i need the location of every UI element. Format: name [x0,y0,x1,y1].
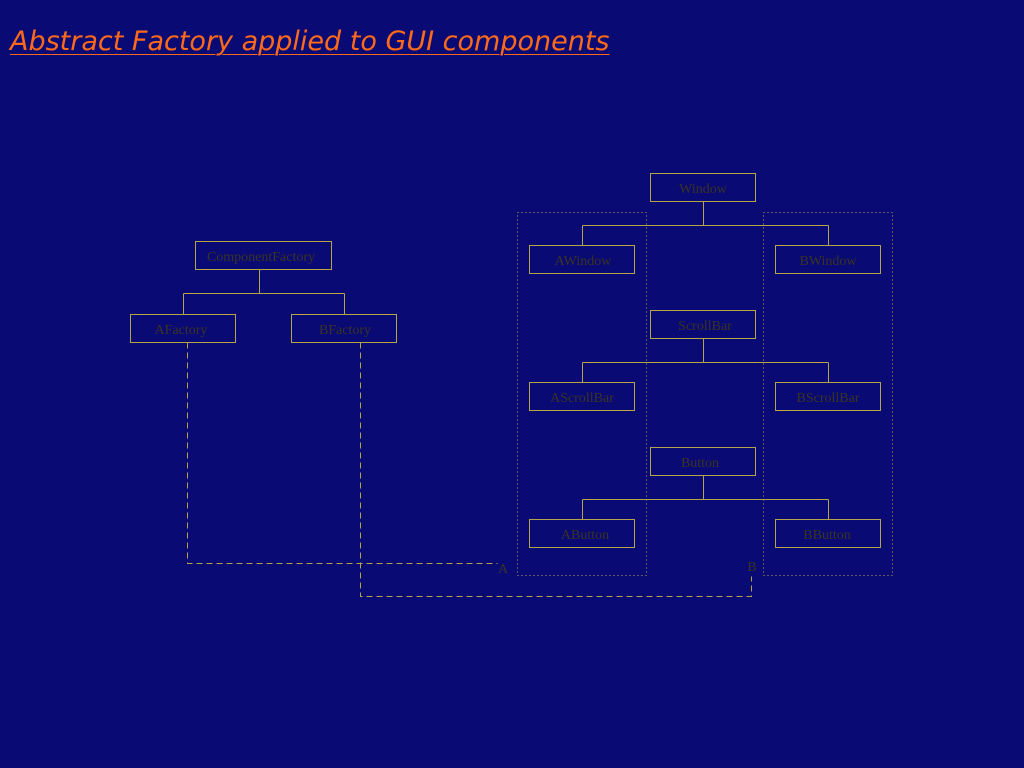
ascrollbar-label: AScrollBar [550,391,614,406]
button-inheritance-connector [582,475,829,520]
button-box: Button [650,447,756,476]
slide-title: Abstract Factory applied to GUI componen… [10,26,610,57]
window-label: Window [679,182,728,197]
button-label: Button [681,456,719,471]
bfactory-box: BFactory [291,314,397,343]
family-a-label: A [498,562,509,577]
abutton-label: AButton [561,528,609,543]
scrollbar-label: ScrollBar [678,319,732,334]
window-box: Window [650,173,756,202]
afactory-label: AFactory [155,323,208,338]
bscrollbar-label: BScrollBar [797,391,860,406]
awindow-label: AWindow [555,254,613,269]
bwindow-label: BWindow [800,254,858,269]
abutton-box: AButton [529,519,635,548]
bscrollbar-box: BScrollBar [775,382,881,411]
component-factory-label: ComponentFactory [207,250,315,265]
window-inheritance-connector [582,201,829,246]
awindow-box: AWindow [529,245,635,274]
bfactory-label: BFactory [319,323,371,338]
scrollbar-inheritance-connector [582,338,829,383]
component-factory-box: ComponentFactory [195,241,332,270]
ascrollbar-box: AScrollBar [529,382,635,411]
bwindow-box: BWindow [775,245,881,274]
bbutton-box: BButton [775,519,881,548]
afactory-to-family-a-link [187,342,498,564]
bfactory-to-family-b-link [360,342,752,597]
family-b-label: B [747,560,756,575]
family-b-group [763,212,893,576]
bbutton-label: BButton [803,528,850,543]
factory-inheritance-connector [183,269,345,315]
afactory-box: AFactory [130,314,236,343]
family-a-group [517,212,647,576]
scrollbar-box: ScrollBar [650,310,756,339]
